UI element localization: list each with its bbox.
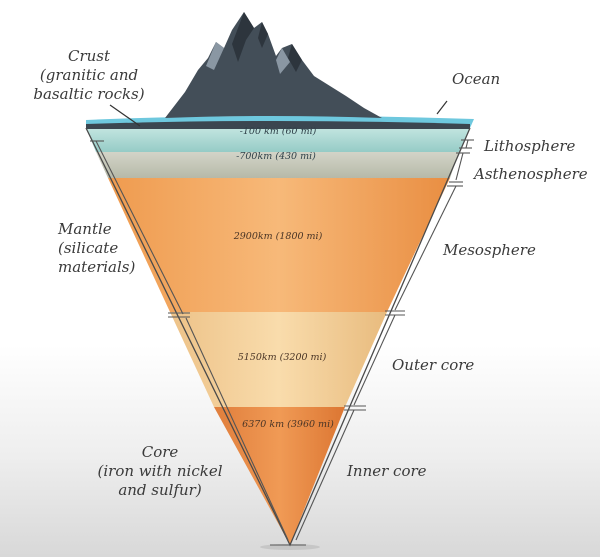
core-label-line2: (iron with nickel [97,462,223,480]
core-label-line3: and sulfur) [118,481,202,499]
ocean-pointer [436,100,448,115]
right-brackets [295,139,474,541]
mesosphere-label: Mesosphere [443,241,536,259]
depth-outer-core: 5150km (3200 mi) [238,352,327,363]
mountain-shadow [232,12,302,72]
crust-label: Crust (granitic and basaltic rocks) [14,47,164,104]
depth-asthenosphere: -700km (430 mi) [236,151,316,162]
depth-mesosphere: 2900km (1800 mi) [233,231,323,242]
asthenosphere-label: Asthenosphere [474,165,588,183]
depth-inner-core: 6370 km (3960 mi) [242,419,334,430]
lithosphere-label: Lithosphere [484,137,576,155]
ocean-label: Ocean [452,70,501,88]
crust-label-title: Crust [67,47,111,65]
mesosphere-bracket [394,185,457,311]
outer-core-label: Outer core [392,356,475,374]
mantle-bracket-line [95,140,184,315]
core-bracket-line [185,317,289,541]
mantle-label-line3: materials) [58,258,136,276]
lithosphere-bracket [465,139,469,149]
mountain [165,12,382,118]
crust-band [86,121,470,129]
core-label: Core (iron with nickel and sulfur) [80,443,240,500]
mantle-label-title: Mantle [58,220,112,238]
inner-core-layer [214,407,345,545]
left-brackets [90,140,306,546]
inner-core-label: Inner core [347,462,427,480]
crust-label-line3: basaltic rocks) [33,85,145,103]
lithosphere-layer [86,128,470,152]
inner-core-bracket [295,409,355,541]
mesosphere-layer [108,178,450,312]
crust-pointer [109,104,141,127]
outer-core-layer [170,312,387,407]
asthenosphere-layer [96,152,459,178]
depth-lithosphere: -100 km (60 mi) [240,126,317,137]
crust-label-line2: (granitic and [39,66,139,84]
mountain-highlight [206,42,290,74]
mantle-label: Mantle (silicate materials) [58,220,135,277]
asthenosphere-bracket [455,152,464,181]
mantle-label-line2: (silicate [58,239,119,257]
core-label-title: Core [141,443,179,461]
outer-core-bracket [353,314,396,406]
